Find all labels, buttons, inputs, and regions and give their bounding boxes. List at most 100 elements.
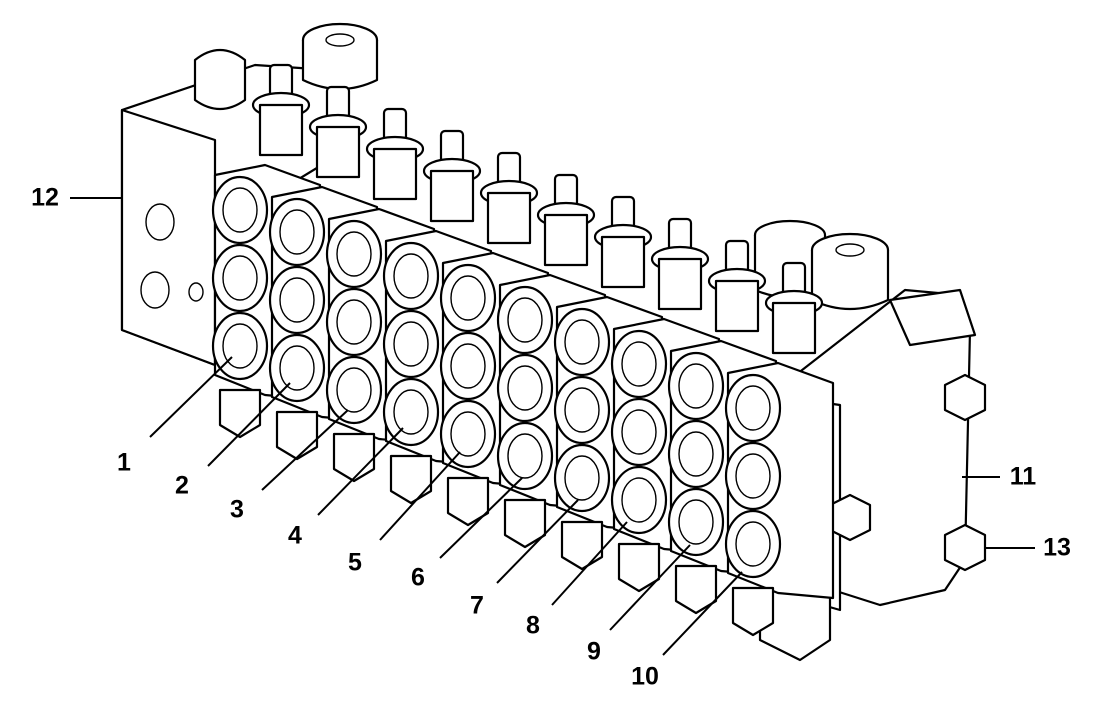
stem-body [486,191,532,245]
leader-line-2 [207,382,291,467]
bottom-fitting [446,476,490,527]
valve-section-10 [724,261,835,637]
stem-body [372,147,418,201]
leader-line-1 [149,356,233,438]
bottom-fitting [389,454,433,505]
port-bore [393,253,429,299]
callout-8: 8 [526,611,540,640]
port-ring [667,419,725,489]
port-bore [621,477,657,523]
port-ring [496,353,554,423]
callout-12: 12 [31,183,59,212]
port-bore [735,521,771,567]
stem-body [714,279,760,333]
port-ring [211,243,269,313]
port-bore [507,365,543,411]
port-ring [439,331,497,401]
port-ring [724,441,782,511]
port-bore [735,385,771,431]
port-bore [222,187,258,233]
port-ring [553,375,611,445]
port-ring [610,465,668,535]
port-ring [610,329,668,399]
port-bore [336,299,372,345]
leader-lines [70,197,1035,656]
callout-9: 9 [587,637,601,666]
callout-13: 13 [1043,533,1071,562]
port-ring [553,307,611,377]
port-ring [439,263,497,333]
port-ring [610,397,668,467]
port-ring [667,487,725,557]
bottom-fitting [275,410,319,461]
port-ring [382,377,440,447]
port-bore [564,319,600,365]
callout-11: 11 [1009,462,1037,491]
port-ring [496,285,554,355]
bottom-fitting [503,498,547,549]
port-bore [621,341,657,387]
port-bore [393,389,429,435]
bottom-fitting [560,520,604,571]
port-bore [450,343,486,389]
port-bore [678,363,714,409]
port-bore [735,453,771,499]
callout-10: 10 [631,662,659,691]
callout-4: 4 [288,521,302,550]
stem-body [657,257,703,311]
bottom-fitting [617,542,661,593]
port-ring [724,509,782,579]
callout-1: 1 [117,448,131,477]
leader-line-6 [439,477,523,559]
port-ring [724,373,782,443]
port-bore [336,231,372,277]
callout-3: 3 [230,495,244,524]
port-ring [382,309,440,379]
leader-line-7 [496,499,579,584]
bottom-fitting [218,388,262,439]
port-ring [325,355,383,425]
port-ring [325,219,383,289]
port-ring [268,333,326,403]
stem-body [600,235,646,289]
stem-body [543,213,589,267]
leader-line-10 [662,571,743,656]
callout-5: 5 [348,548,362,577]
port-bore [678,431,714,477]
port-bore [621,409,657,455]
stem-body [258,103,304,157]
port-bore [507,433,543,479]
valve-sections [211,63,835,637]
callout-2: 2 [175,471,189,500]
port-ring [211,175,269,245]
bottom-fitting [674,564,718,615]
port-bore [450,275,486,321]
port-bore [678,499,714,545]
port-bore [222,255,258,301]
callout-7: 7 [470,591,484,620]
port-bore [279,345,315,391]
leader-line-8 [551,521,628,606]
stem-body [315,125,361,179]
port-ring [268,197,326,267]
port-ring [667,351,725,421]
port-bore [336,367,372,413]
port-ring [496,421,554,491]
port-bore [507,297,543,343]
leader-line-4 [317,427,404,516]
port-bore [222,323,258,369]
stem-body [429,169,475,223]
leader-line-5 [379,451,461,541]
port-bore [564,455,600,501]
stem-body [771,301,817,355]
callout-6: 6 [411,563,425,592]
port-ring [268,265,326,335]
port-bore [393,321,429,367]
port-bore [564,387,600,433]
port-ring [325,287,383,357]
port-ring [382,241,440,311]
leader-line-9 [609,544,691,631]
valve-section-5 [439,151,550,527]
